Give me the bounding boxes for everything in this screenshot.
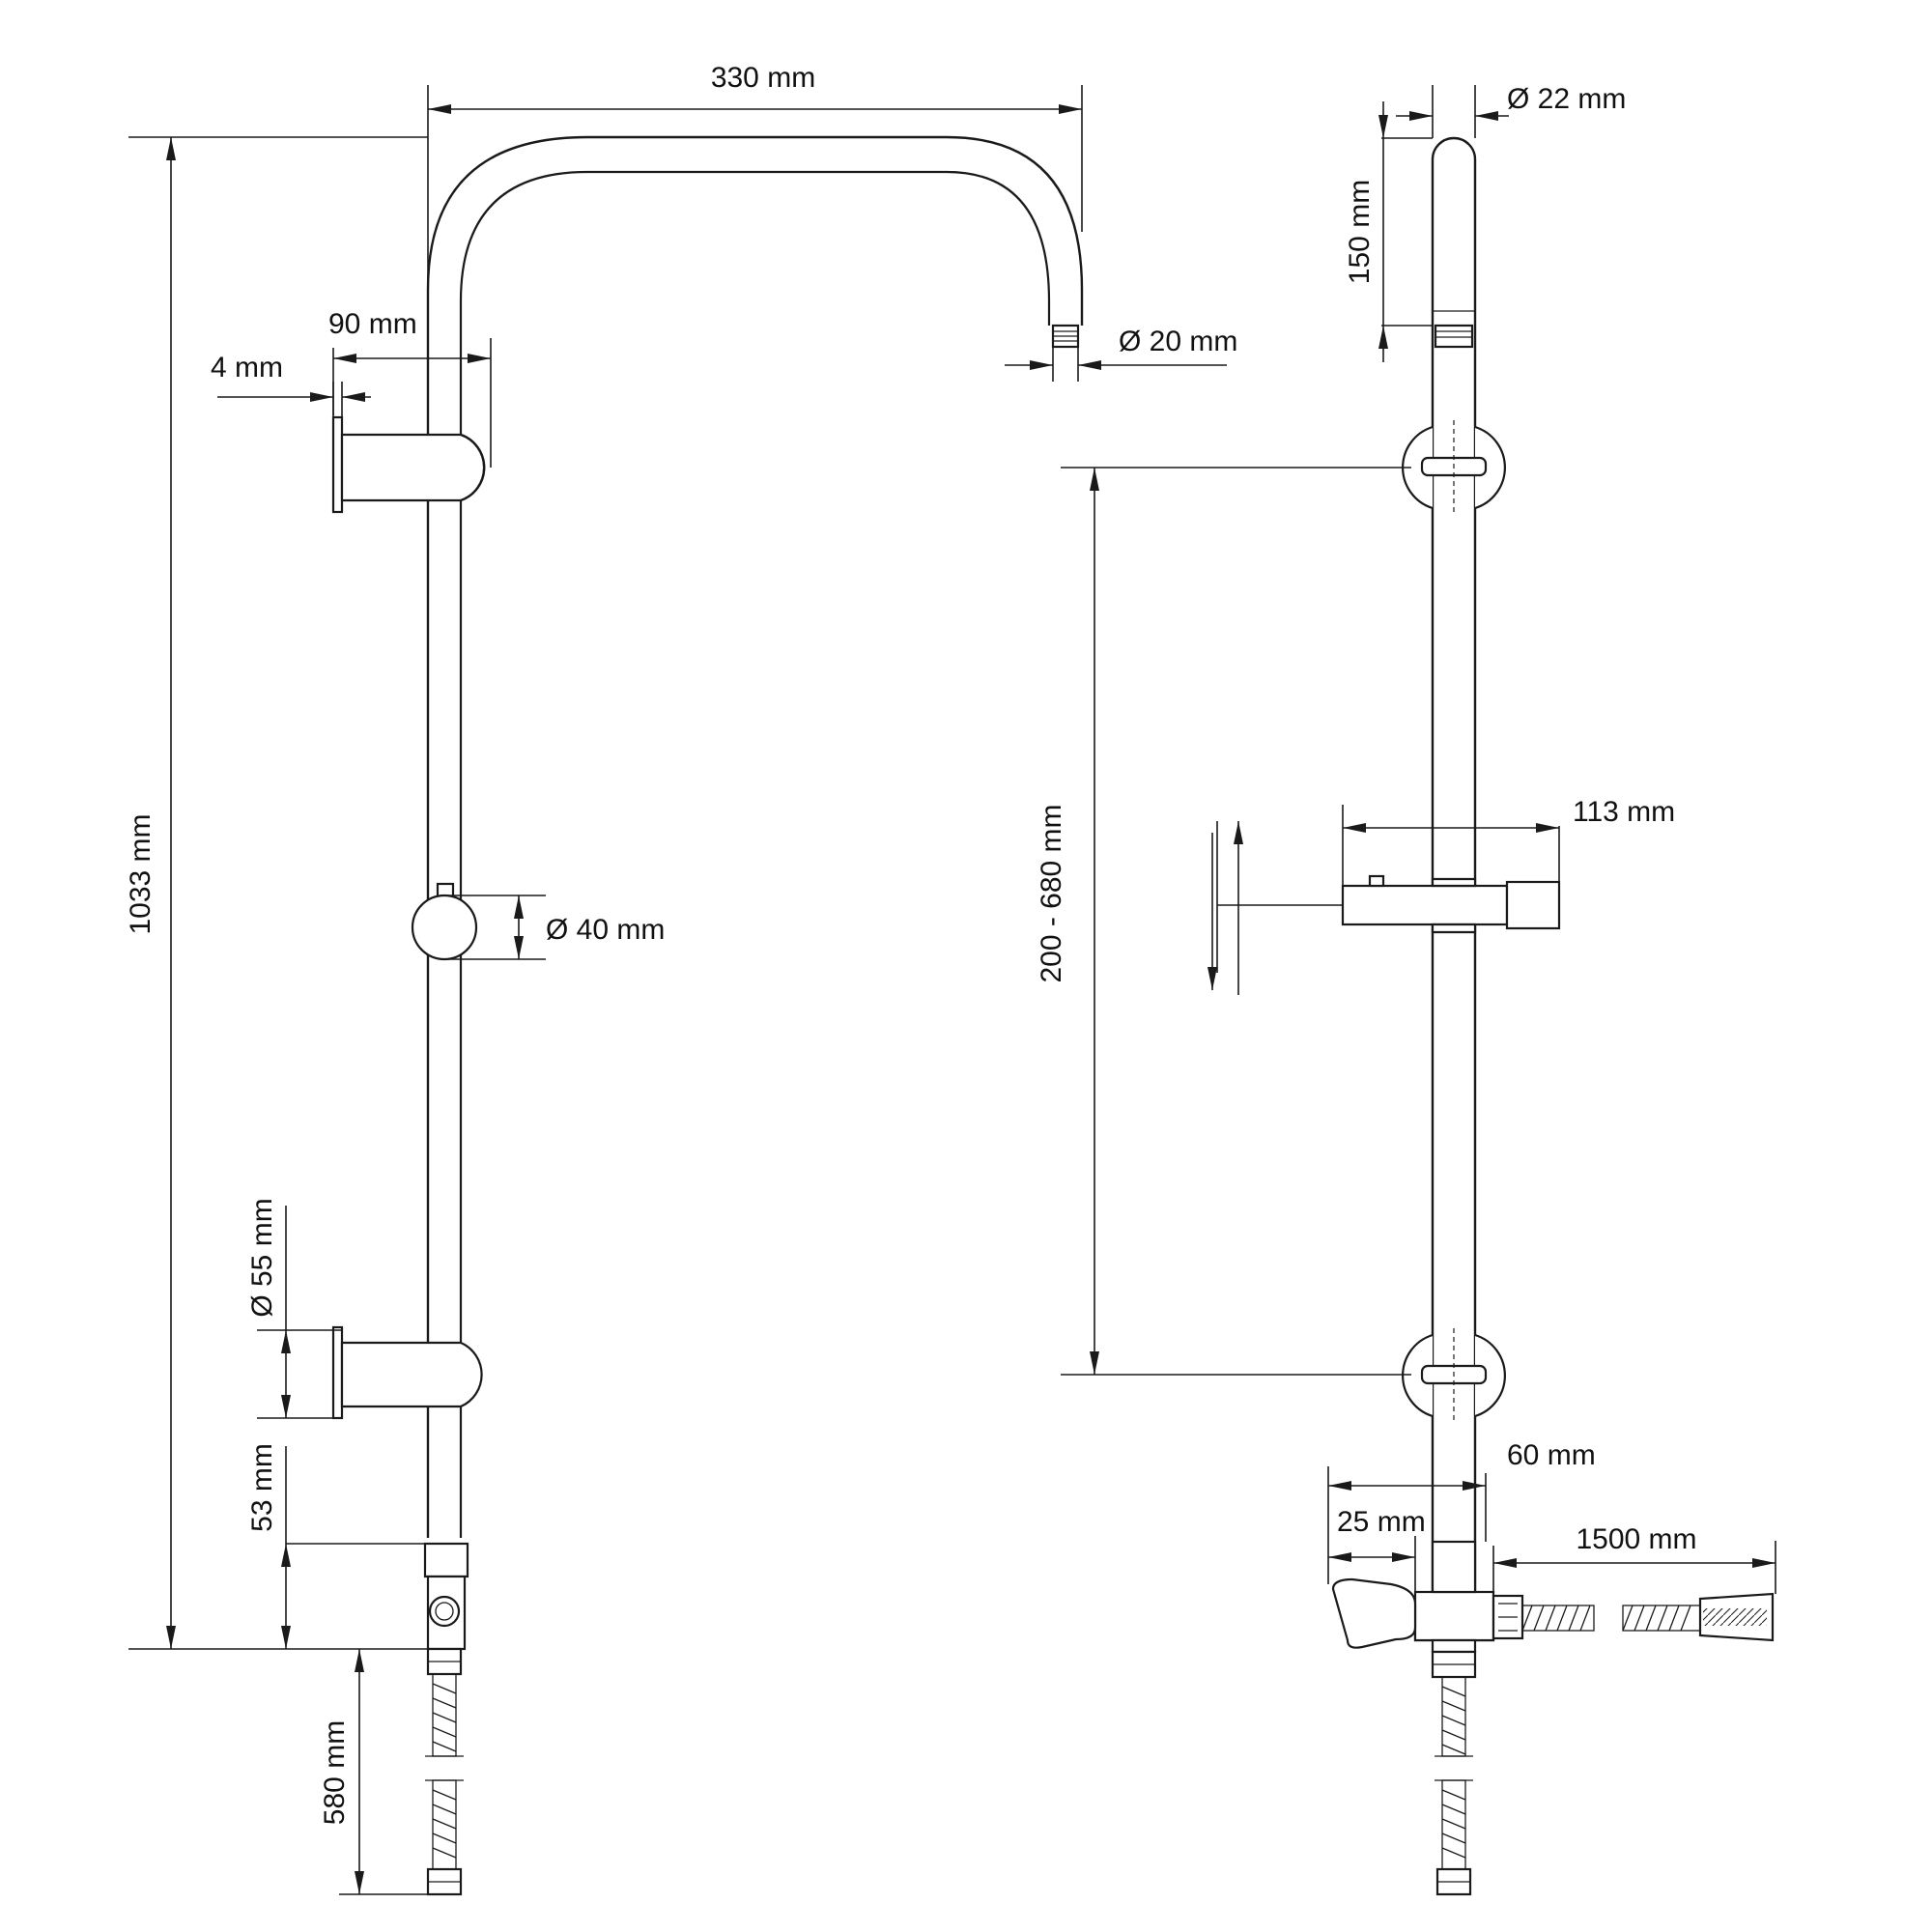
riser-pipe-outer [426, 135, 1084, 1538]
dim-rail-diameter: Ø 22 mm [1396, 83, 1626, 138]
dim-slider-width: 113 mm [1342, 796, 1675, 886]
label-hand-hose: 1500 mm [1576, 1523, 1696, 1555]
bottom-valve-body [423, 1542, 469, 1651]
label-head-connector: Ø 20 mm [1119, 326, 1237, 357]
label-bracket-spacing: 200 - 680 mm [1036, 804, 1067, 982]
dim-diverter: Ø 40 mm [444, 895, 665, 960]
lower-rail-mount [1402, 1328, 1506, 1423]
slider-handset-holder [1341, 874, 1561, 934]
dim-hand-hose: 1500 mm [1492, 1523, 1776, 1596]
inlet-hose [425, 1647, 464, 1896]
label-wall-plate: 4 mm [211, 352, 283, 384]
dim-valve-depth: 60 mm [1327, 1439, 1596, 1584]
riser-pipe-inner [459, 170, 1051, 1538]
upper-rail-mount [1402, 420, 1506, 515]
label-bracket: Ø 55 mm [246, 1198, 278, 1317]
right-view-sliding-rail: Ø 22 mm 150 mm 200 - 680 mm [1036, 83, 1776, 1896]
label-valve-depth: 60 mm [1507, 1439, 1596, 1471]
label-valve-offset: 25 mm [1337, 1506, 1426, 1538]
label-rail-diameter: Ø 22 mm [1507, 83, 1626, 115]
dim-bracket-spacing: 200 - 680 mm [1036, 467, 1411, 1376]
slide-direction-arrows [1208, 821, 1343, 995]
label-wall-offset: 90 mm [328, 308, 417, 340]
diverter-knob [411, 882, 478, 961]
dim-bottom-gap: 53 mm [246, 1443, 425, 1649]
dim-inlet-hose: 580 mm [319, 1649, 428, 1895]
label-top-cap: 150 mm [1344, 180, 1376, 284]
label-bottom-gap: 53 mm [246, 1443, 278, 1532]
dim-bracket: Ø 55 mm [246, 1198, 342, 1419]
label-inlet-hose: 580 mm [319, 1720, 351, 1825]
label-diverter: Ø 40 mm [546, 914, 665, 946]
upper-wall-bracket [331, 415, 486, 514]
bottom-outlet-valve [1331, 1540, 1775, 1649]
head-connector-thread [1051, 324, 1080, 349]
slide-rail [1431, 136, 1477, 1592]
label-slider-width: 113 mm [1573, 796, 1675, 828]
dim-wall-plate: 4 mm [211, 352, 371, 417]
dim-head-connector: Ø 20 mm [1005, 326, 1237, 382]
left-view-shower-column: 330 mm 1033 mm 90 mm 4 [125, 62, 1237, 1896]
lower-wall-bracket [331, 1325, 483, 1420]
dim-top-cap: 150 mm [1344, 101, 1433, 362]
label-total-height: 1033 mm [125, 813, 156, 934]
dim-arm-reach: 330 mm [427, 62, 1083, 290]
rail-inlet-hose [1431, 1638, 1477, 1896]
dim-total-height: 1033 mm [125, 136, 428, 1650]
label-arm-reach: 330 mm [711, 62, 815, 94]
dim-wall-offset: 90 mm [328, 308, 492, 468]
dim-valve-offset: 25 mm [1328, 1506, 1426, 1592]
